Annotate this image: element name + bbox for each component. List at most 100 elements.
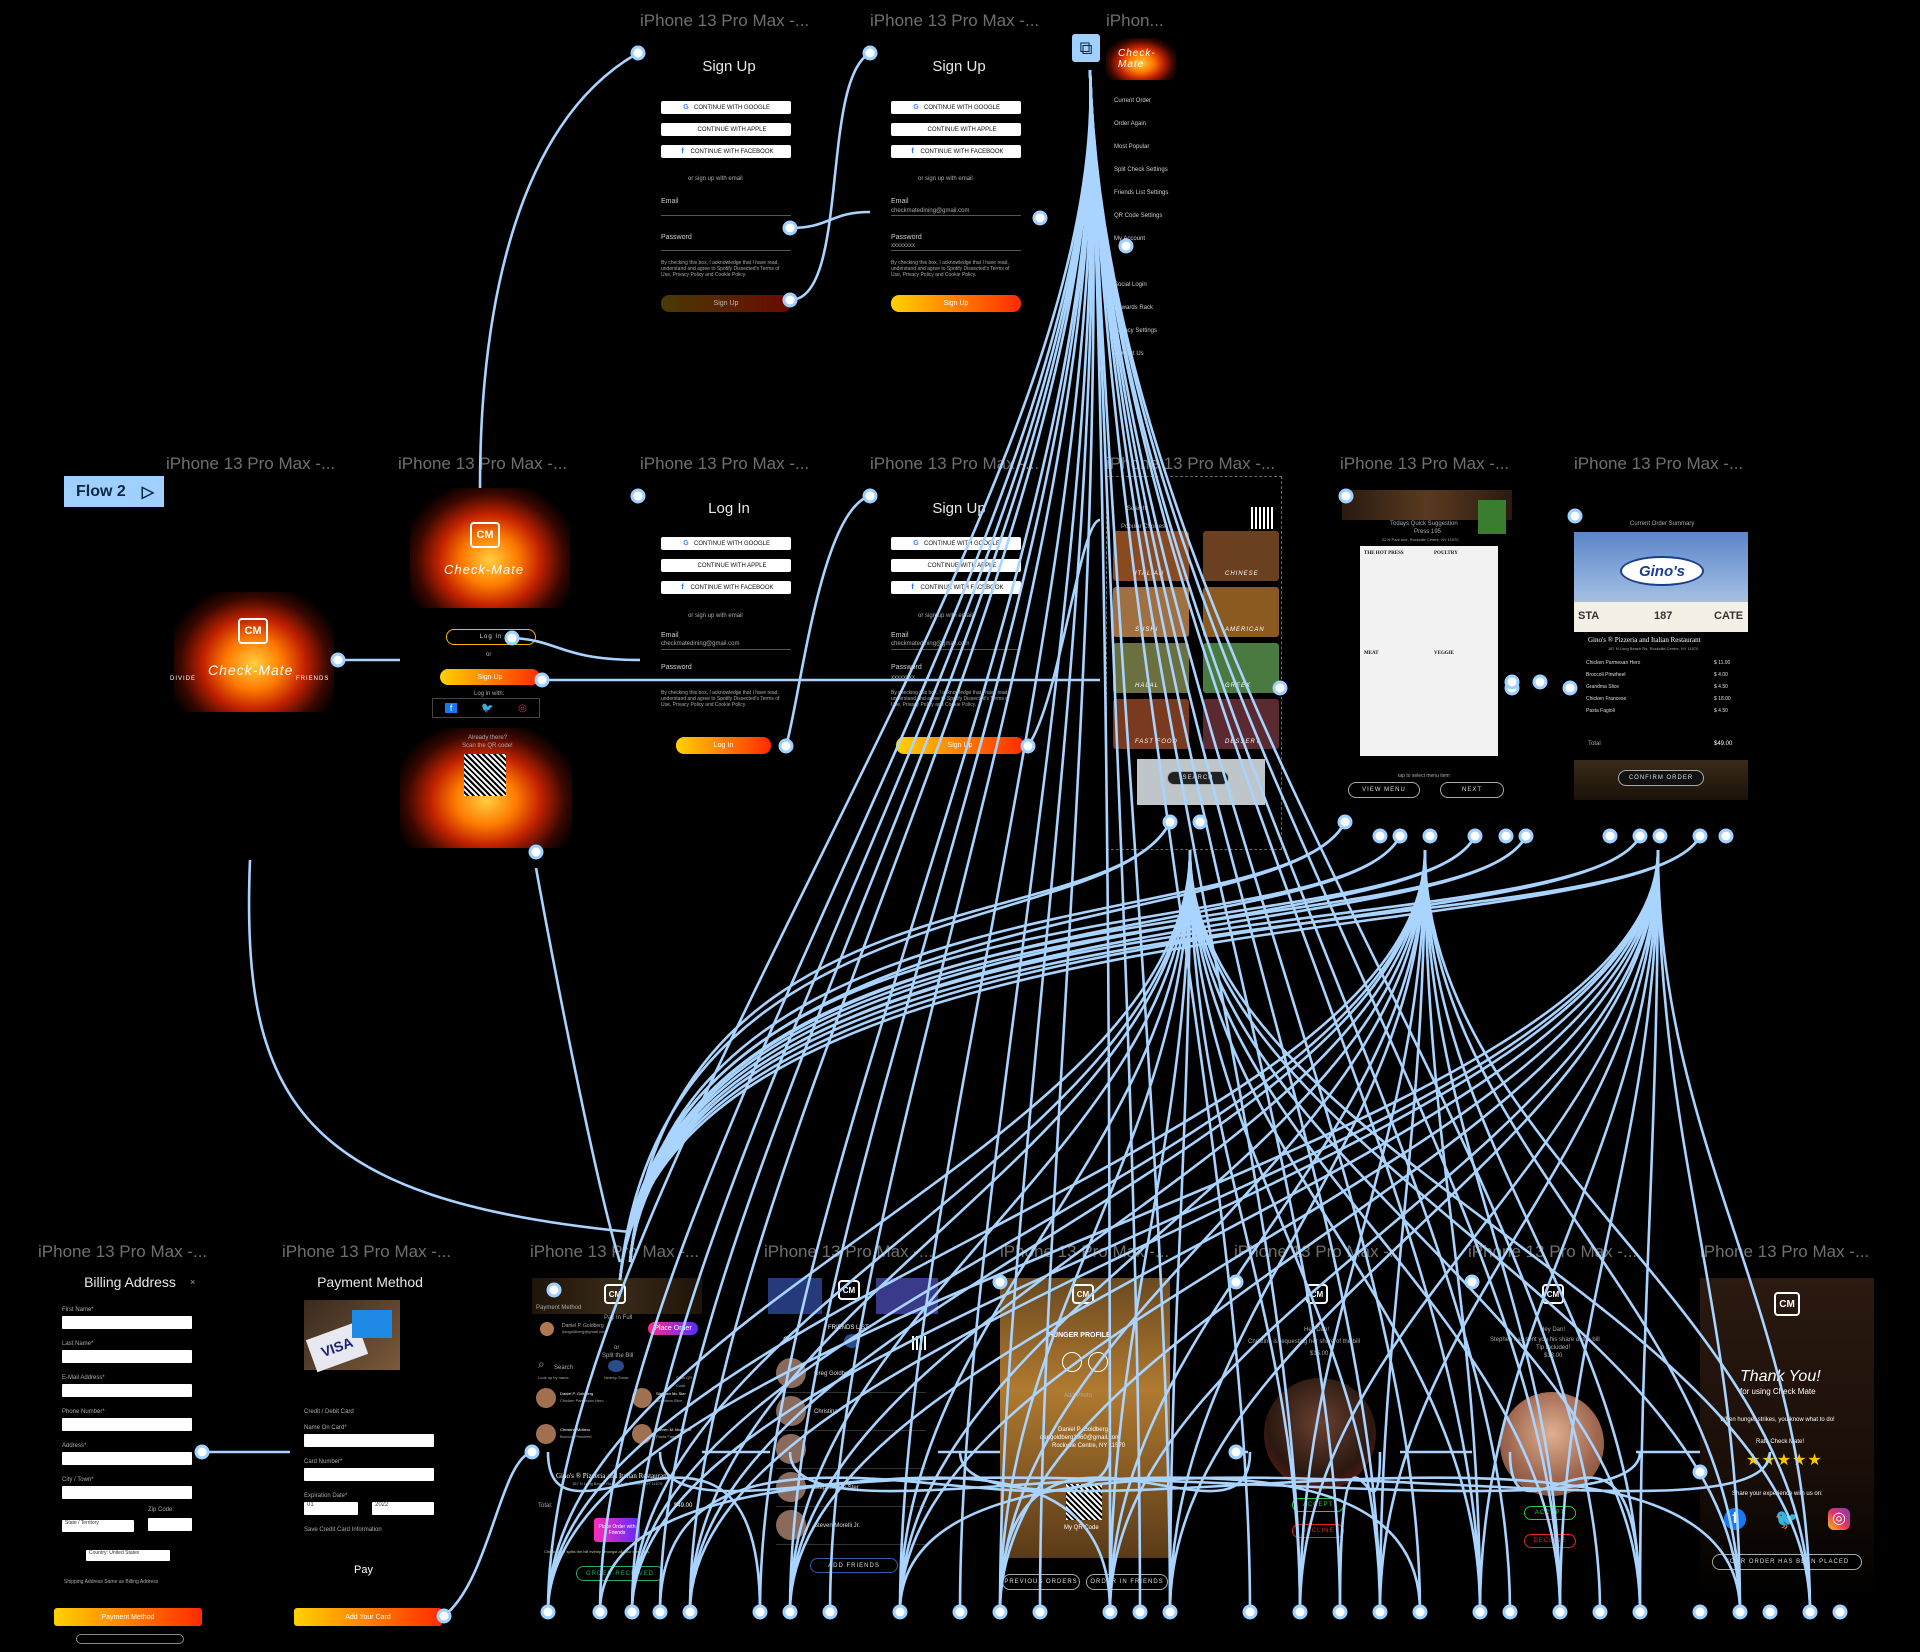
qr-icon[interactable]	[1251, 507, 1273, 529]
instagram-icon[interactable]: ◎	[1828, 1508, 1850, 1530]
hotspot-node[interactable]	[540, 1604, 556, 1620]
hotspot-node[interactable]	[1338, 488, 1354, 504]
country-select[interactable]: Country: United States	[86, 1550, 170, 1561]
hotspot-node[interactable]	[862, 45, 878, 61]
hotspot-node[interactable]	[1032, 1604, 1048, 1620]
hotspot-node[interactable]	[1632, 828, 1648, 844]
billing-field-input[interactable]	[62, 1350, 192, 1363]
hotspot-node[interactable]	[992, 1604, 1008, 1620]
email-value[interactable]: checkmatedining@gmail.com	[661, 641, 740, 647]
close-icon[interactable]: ×	[190, 1277, 196, 1287]
hotspot-node[interactable]	[892, 1604, 908, 1620]
hotspot-node[interactable]	[592, 1604, 608, 1620]
search-icon[interactable]: ⌕	[538, 1357, 545, 1371]
apple-button[interactable]: CONTINUE WITH APPLE	[661, 559, 791, 572]
menu-item[interactable]: Social Login	[1114, 282, 1147, 288]
hotspot-node[interactable]	[1464, 1274, 1480, 1290]
hotspot-node[interactable]	[436, 1608, 452, 1624]
hotspot-node[interactable]	[1392, 828, 1408, 844]
hotspot-node[interactable]	[1592, 1604, 1608, 1620]
hotspot-node[interactable]	[952, 1604, 968, 1620]
hotspot-node[interactable]	[1102, 1604, 1118, 1620]
hotspot-node[interactable]	[1532, 674, 1548, 690]
email-field[interactable]	[661, 215, 791, 216]
frame-title-menu[interactable]: iPhon...	[1106, 11, 1164, 30]
hotspot-node[interactable]	[752, 1604, 768, 1620]
frame-title-payment[interactable]: iPhone 13 Pro Max -...	[282, 1242, 452, 1261]
hotspot-node[interactable]	[1020, 738, 1036, 754]
hotspot-node[interactable]	[1518, 828, 1534, 844]
friend-name[interactable]: Greg Goldberg	[814, 1371, 854, 1377]
frame-title-signup1[interactable]: iPhone 13 Pro Max -...	[640, 11, 810, 30]
hotspot-node[interactable]	[1552, 1604, 1568, 1620]
hotspot-node[interactable]	[1228, 1274, 1244, 1290]
menu-item[interactable]: Current Order	[1114, 98, 1152, 104]
password-value[interactable]: xxxxxxxx	[891, 675, 915, 681]
frame-title-billing[interactable]: iPhone 13 Pro Max -...	[38, 1242, 208, 1261]
instagram-icon[interactable]: ◎	[518, 702, 527, 714]
hotspot-node[interactable]	[630, 488, 646, 504]
year-select[interactable]: 2022	[372, 1502, 434, 1515]
hotspot-node[interactable]	[1498, 828, 1514, 844]
hotspot-node[interactable]	[682, 1604, 698, 1620]
frame-title-suggest[interactable]: iPhone 13 Pro Max -...	[1340, 454, 1510, 473]
hotspot-node[interactable]	[1118, 238, 1134, 254]
state-select[interactable]: State / Territory	[62, 1520, 134, 1532]
signup-button[interactable]: Sign Up	[891, 295, 1021, 312]
name-input[interactable]	[304, 1434, 434, 1447]
cuisine-tile[interactable]	[1113, 531, 1189, 581]
hotspot-node[interactable]	[546, 1282, 562, 1298]
hotspot-node[interactable]	[782, 220, 798, 236]
hotspot-node[interactable]	[1472, 1604, 1488, 1620]
billing-field-input[interactable]	[62, 1418, 192, 1431]
same-address-radio[interactable]: Shipping Address Same as Billing Address	[64, 1579, 159, 1585]
billing-field-input[interactable]	[62, 1384, 192, 1397]
login-button[interactable]: Log In	[446, 629, 536, 645]
hotspot-node[interactable]	[194, 1444, 210, 1460]
hotspot-node[interactable]	[1762, 1604, 1778, 1620]
hotspot-node[interactable]	[1567, 508, 1583, 524]
hotspot-node[interactable]	[1802, 1604, 1818, 1620]
facebook-icon[interactable]: f	[445, 703, 458, 713]
hotspot-node[interactable]	[1337, 814, 1353, 830]
hotspot-node[interactable]	[528, 844, 544, 860]
menu-item[interactable]: QR Code Settings	[1114, 213, 1163, 219]
flow-start-tag[interactable]: Flow 2 ▷	[64, 476, 164, 507]
frame-title-login[interactable]: iPhone 13 Pro Max -...	[640, 454, 810, 473]
billing-field-input[interactable]	[62, 1316, 192, 1329]
hotspot-node[interactable]	[1372, 1604, 1388, 1620]
number-input[interactable]	[304, 1468, 434, 1481]
hotspot-node[interactable]	[1692, 1464, 1708, 1480]
cuisine-tile[interactable]	[1203, 531, 1279, 581]
card-option-radio[interactable]: Credit / Debit Card	[304, 1409, 354, 1415]
hotspot-node[interactable]	[1242, 1604, 1258, 1620]
hotspot-node[interactable]	[504, 630, 520, 646]
billing-field-input[interactable]	[62, 1486, 192, 1499]
hotspot-node[interactable]	[1504, 674, 1520, 690]
friend-name[interactable]: Christina	[814, 1409, 838, 1415]
hotspot-node[interactable]	[1332, 1604, 1348, 1620]
hotspot-node[interactable]	[1272, 680, 1288, 696]
menu-item[interactable]: Order Again	[1114, 121, 1147, 127]
hotspot-node[interactable]	[624, 1604, 640, 1620]
place-order-button[interactable]: Place Order	[648, 1322, 698, 1335]
search-text[interactable]: Search	[554, 1365, 574, 1371]
frame-title-signup3[interactable]: iPhone 13 Pro Max -...	[870, 454, 1040, 473]
frame-title-home[interactable]: iPhone 13 Pro Max -...	[398, 454, 568, 473]
terms-checkbox-text[interactable]: By checking this box, I acknowledge that…	[891, 690, 1010, 708]
frame-title-splash[interactable]: iPhone 13 Pro Max -...	[166, 454, 336, 473]
qr-icon[interactable]	[464, 754, 506, 796]
email-field[interactable]	[891, 215, 1021, 216]
password-value[interactable]: xxxxxxxx	[891, 243, 915, 249]
menu-item[interactable]: Rewards Rack	[1114, 305, 1154, 311]
sonar-icon[interactable]	[608, 1360, 624, 1372]
hotspot-node[interactable]	[822, 1604, 838, 1620]
hotspot-node[interactable]	[1422, 828, 1438, 844]
hotspot-node[interactable]	[1372, 828, 1388, 844]
